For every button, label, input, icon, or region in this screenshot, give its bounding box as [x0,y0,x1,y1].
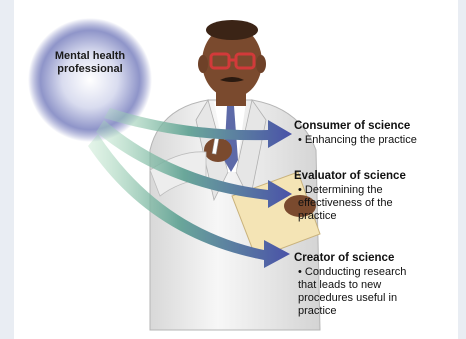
arrow-creator [88,134,290,268]
moustache [220,77,244,82]
glasses [209,52,256,70]
hand [204,138,232,162]
source-bubble [28,18,152,142]
role-title-creator: Creator of science [294,252,395,264]
source-label: Mental health professional [54,50,126,75]
role-title-evaluator: Evaluator of science [294,170,406,182]
role-bullet-evaluator: • Determining the effectiveness of the p… [298,184,393,222]
role-bullet-evaluator-text: Determining the effectiveness of the pra… [298,184,393,222]
role-bullet-consumer-text: Enhancing the practice [304,134,417,146]
role-bullet-consumer: • Enhancing the practice [298,134,417,146]
arrow-consumer [104,108,292,148]
arrow-evaluator [96,120,292,208]
role-bullet-creator-text: Conducting research that leads to new pr… [298,266,407,317]
head [202,26,262,98]
role-bullet-creator: • Conducting research that leads to new … [298,266,407,317]
role-title-consumer: Consumer of science [294,120,411,132]
hair [206,20,258,40]
